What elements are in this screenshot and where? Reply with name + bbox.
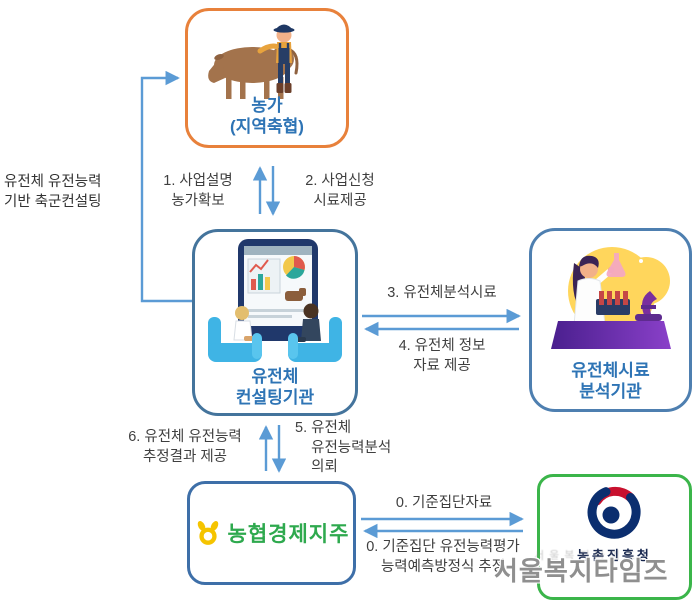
consulting-label: 유전체 컨설팅기관	[235, 366, 315, 407]
analysis-label: 유전체시료 분석기관	[571, 360, 650, 401]
node-farm: 농가 (지역축협)	[185, 8, 349, 148]
nh-logo-icon	[197, 521, 218, 545]
nh-label: 농협경제지주	[227, 523, 350, 546]
edge-label-3: 3. 유전체분석시료	[387, 285, 497, 301]
edge-label-0a: 0. 기준집단자료	[395, 495, 493, 511]
side-note: 유전체 유전능력 기반 축군컨설팅	[4, 174, 102, 210]
farm-label: 농가 (지역축협)	[230, 95, 304, 136]
watermark-small: 서울복지타임즈	[534, 550, 640, 562]
watermark-large: 서울복지타임즈	[494, 556, 669, 586]
edge-label-6: 6. 유전체 유전능력 추정결과 제공	[128, 429, 242, 465]
consulting-illustration	[208, 239, 342, 362]
scientist-illustration	[550, 247, 671, 349]
node-rda: 농촌진흥청	[537, 474, 692, 600]
edge-label-4: 4. 유전체 정보 자료 제공	[398, 338, 486, 374]
korea-government-emblem-icon	[587, 486, 641, 539]
node-analysis: 유전체시료 분석기관	[529, 228, 692, 412]
edge-label-2: 2. 사업신청 시료제공	[305, 173, 375, 209]
edge-label-5: 5. 유전체 유전능력분석 의뢰	[295, 420, 392, 476]
farmer-cow-illustration	[208, 24, 299, 99]
rda-label: 농촌진흥청	[577, 548, 652, 563]
edge-label-1: 1. 사업설명 농가확보	[163, 173, 233, 209]
edge-label-0b: 0. 기준집단 유전능력평가 능력예측방정식 추정	[366, 539, 520, 575]
node-consulting: 유전체 컨설팅기관	[192, 229, 358, 416]
node-nh: 농협경제지주	[187, 481, 356, 585]
